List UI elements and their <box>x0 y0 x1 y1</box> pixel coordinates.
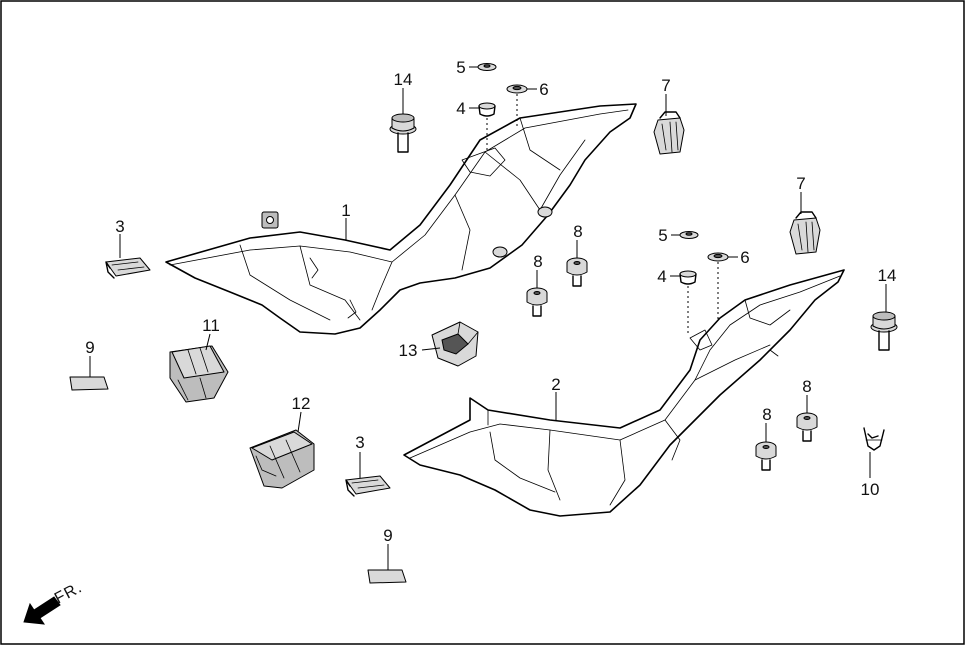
callout-8: 8 <box>573 222 582 241</box>
part-8-screw-b[interactable] <box>526 287 548 317</box>
callout-5: 5 <box>456 58 465 77</box>
part-1-left-floor-panel[interactable] <box>165 103 637 335</box>
part-9-pad-lower[interactable] <box>367 569 407 584</box>
part-8-screw[interactable] <box>566 257 588 287</box>
part-4-grommet-right[interactable] <box>679 270 697 285</box>
callout-14: 14 <box>878 266 897 285</box>
callout-8: 8 <box>533 252 542 271</box>
callout-4: 4 <box>657 267 666 286</box>
part-4-grommet[interactable] <box>478 102 496 117</box>
callout-10: 10 <box>861 480 880 499</box>
front-direction-arrow: FR. <box>23 579 85 625</box>
part-7-push-clip-right[interactable] <box>789 211 821 255</box>
part-5-washer[interactable] <box>477 63 497 71</box>
part-5-washer-right[interactable] <box>679 231 699 239</box>
part-8-screw-c[interactable] <box>796 412 818 442</box>
part-8-screw-d[interactable] <box>755 441 777 471</box>
callout-3: 3 <box>355 433 364 452</box>
callout-5: 5 <box>658 226 667 245</box>
part-11-rubber-mount[interactable] <box>169 345 229 403</box>
callout-9: 9 <box>85 338 94 357</box>
part-14-flange-bolt-right[interactable] <box>870 311 898 351</box>
callout-1: 1 <box>341 201 350 220</box>
callout-3: 3 <box>115 217 124 236</box>
part-3-spring-nut-clip[interactable] <box>105 257 151 279</box>
callout-11: 11 <box>202 316 220 335</box>
callout-8: 8 <box>802 377 811 396</box>
part-9-pad[interactable] <box>69 376 109 391</box>
callout-2: 2 <box>551 375 560 394</box>
arrow-icon <box>23 596 61 625</box>
callout-7: 7 <box>661 76 670 95</box>
front-label: FR. <box>52 579 85 608</box>
callout-14: 14 <box>394 70 413 89</box>
part-14-flange-bolt[interactable] <box>389 113 417 153</box>
callout-8: 8 <box>762 405 771 424</box>
part-12-rubber-mount[interactable] <box>249 429 315 489</box>
leader-lines <box>89 66 887 570</box>
part-3-spring-nut-clip-lower[interactable] <box>345 475 391 497</box>
callout-13: 13 <box>399 341 418 360</box>
part-6-nut[interactable] <box>506 84 528 94</box>
part-2-right-floor-panel[interactable] <box>403 269 845 517</box>
callout-7: 7 <box>796 174 805 193</box>
callout-6: 6 <box>740 248 749 267</box>
callout-12: 12 <box>292 394 311 413</box>
part-10-wire-clip[interactable] <box>863 427 885 451</box>
callout-6: 6 <box>539 80 548 99</box>
callout-4: 4 <box>456 99 465 118</box>
callout-9: 9 <box>383 526 392 545</box>
part-13-rubber-cap[interactable] <box>431 321 479 367</box>
part-6-nut-right[interactable] <box>707 252 729 262</box>
part-7-push-clip[interactable] <box>653 111 685 155</box>
